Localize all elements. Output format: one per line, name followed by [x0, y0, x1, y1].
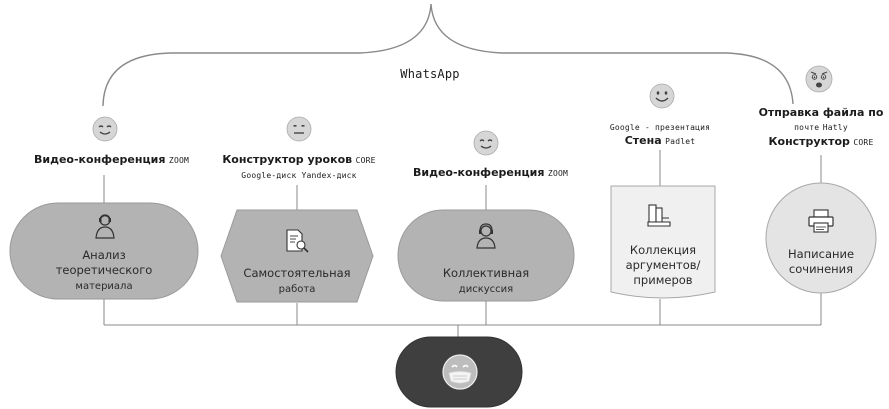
worried-face-icon — [805, 65, 833, 93]
neutral-face-icon — [286, 116, 312, 142]
node-collection-label: Коллекция аргументов/ примеров — [625, 243, 701, 287]
teacher-icon — [95, 214, 115, 239]
whatsapp-brace — [102, 3, 794, 107]
whatsapp-label: WhatsApp — [400, 67, 460, 81]
tool-label-2: Конструктор уроков CORE Google-диск Yand… — [222, 153, 376, 180]
books-icon — [647, 204, 671, 227]
tool-label-3: Видео-конференция ZOOM — [413, 166, 568, 179]
node-essay — [765, 182, 877, 294]
node-selfwork — [220, 209, 374, 303]
tool-label-5: Отправка файла по почте Hatly Конструкто… — [758, 106, 884, 148]
tool-label-4: Google - презентация Стена Padlet — [609, 123, 711, 147]
node-analysis — [9, 202, 199, 300]
masked-face-icon — [442, 354, 478, 390]
printer-icon — [808, 209, 834, 233]
slightly-smiling-face-icon — [473, 130, 499, 156]
tool-label-1: Видео-конференция ZOOM — [34, 153, 189, 166]
document-search-icon — [286, 229, 309, 253]
node-discussion — [397, 209, 575, 302]
node-analysis-label: Анализ теоретического материала — [55, 248, 153, 292]
slightly-smiling-face-icon — [92, 116, 118, 142]
node-essay-label: Написание сочинения — [787, 247, 855, 276]
smiling-face-icon — [649, 83, 675, 109]
student-headset-icon — [476, 223, 496, 249]
node-collection — [610, 185, 716, 299]
node-selfwork-label: Самостоятельная работа — [243, 266, 351, 295]
node-discussion-label: Коллективная дискуссия — [442, 266, 530, 295]
